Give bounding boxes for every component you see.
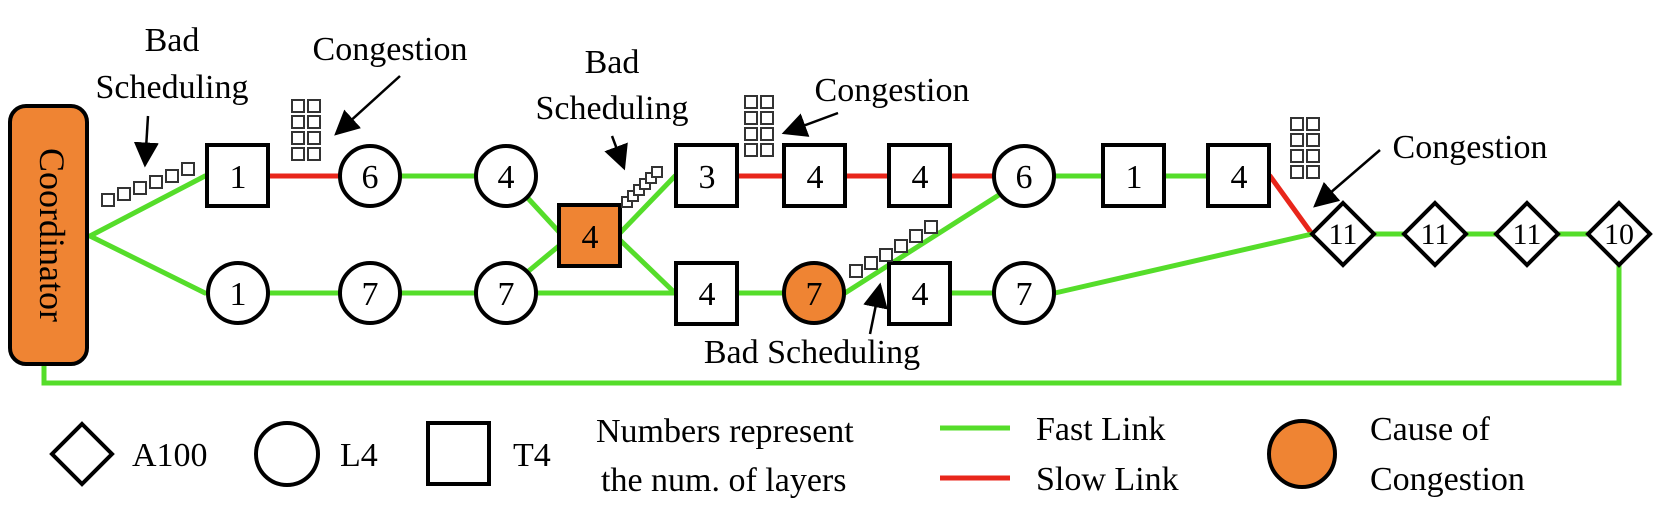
coordinator-node: Coordinator: [8, 104, 89, 366]
t4-square: [1101, 143, 1166, 208]
fast-link-return: [41, 265, 1622, 386]
annotation-arrow: [781, 111, 839, 137]
legend-l4-label: L4: [340, 437, 378, 474]
queue-grid-3: [1290, 117, 1320, 179]
node-label: 1: [1126, 159, 1143, 196]
a100-diamond: [1493, 200, 1561, 268]
t4-square: [205, 143, 270, 208]
annotation-congestion-1: Congestion: [313, 31, 468, 68]
annotation-bad-scheduling-3: Bad Scheduling: [704, 334, 920, 371]
legend-numbers-note-1: Numbers represent: [596, 413, 854, 450]
coordinator-label: Coordinator: [32, 148, 72, 322]
annotation-arrow: [604, 135, 628, 171]
t4-square: [887, 143, 952, 208]
node-label: 7: [362, 276, 379, 313]
node-label: 11: [1421, 218, 1450, 251]
legend-cause-label-1: Cause of: [1370, 411, 1491, 448]
fast-link: [522, 242, 563, 277]
t4-square: [674, 143, 739, 208]
a100-diamond: [1401, 200, 1469, 268]
legend-slow-link-label: Slow Link: [1036, 461, 1179, 498]
node-label: 4: [498, 159, 515, 196]
l4-circle-cause: [782, 261, 846, 325]
node-label: 3: [699, 159, 716, 196]
t4-square: [1206, 143, 1271, 208]
annotation-congestion-2: Congestion: [815, 72, 970, 109]
annotation-arrow: [133, 115, 159, 168]
legend: A100 L4 T4 Numbers represent the num. of…: [49, 411, 1525, 499]
l4-circle: [992, 144, 1056, 208]
annotation-bad-scheduling-2b: Scheduling: [536, 90, 689, 127]
t4-square-cause: [557, 203, 622, 268]
node-label: 11: [1513, 218, 1542, 251]
slow-link: [1267, 173, 1315, 237]
node-label: 4: [912, 276, 929, 313]
annotation-bad-scheduling-1a: Bad: [145, 22, 200, 59]
annotation-bad-scheduling-2a: Bad: [585, 44, 640, 81]
legend-t4-label: T4: [513, 437, 551, 474]
t4-square: [782, 143, 847, 208]
request-queues: [101, 95, 1320, 278]
queue-staircase-1: [101, 162, 195, 207]
fast-link: [617, 237, 678, 296]
l4-circle: [474, 144, 538, 208]
node-label: 4: [699, 276, 716, 313]
l4-circle: [338, 261, 402, 325]
annotation-bad-scheduling-1b: Scheduling: [96, 69, 249, 106]
legend-l4-circle: [254, 421, 320, 487]
legend-t4-square: [426, 421, 491, 486]
node-label: 6: [362, 159, 379, 196]
node-label: 7: [1016, 276, 1033, 313]
a100-diamond: [1585, 200, 1653, 268]
t4-square: [887, 261, 952, 326]
nodes: [205, 143, 1653, 326]
node-numbers: 1 6 4 4 3 4 4 6 1 4 1 7 7 4 7 4 7 11 11 …: [230, 159, 1635, 313]
node-label: 4: [1231, 159, 1248, 196]
queue-grid-1: [291, 99, 321, 161]
node-label: 1: [230, 276, 247, 313]
annotation-arrow: [334, 75, 401, 136]
links: [41, 173, 1622, 386]
legend-cause-label-2: Congestion: [1370, 461, 1525, 498]
legend-cause-circle: [1267, 419, 1337, 489]
queue-staircase-3: [849, 220, 938, 278]
annotation-congestion-3: Congestion: [1393, 129, 1548, 166]
l4-circle: [338, 144, 402, 208]
annotations: Bad Scheduling Congestion Bad Scheduling…: [96, 22, 1548, 371]
legend-numbers-note-2: the num. of layers: [601, 462, 847, 499]
a100-diamond: [1309, 200, 1377, 268]
t4-square: [674, 261, 739, 326]
fast-link: [87, 173, 208, 239]
queue-grid-2: [744, 95, 774, 157]
node-label: 4: [582, 219, 599, 256]
node-label: 10: [1604, 218, 1634, 251]
fast-link: [1052, 231, 1315, 296]
fast-link: [617, 173, 678, 236]
node-label: 4: [807, 159, 824, 196]
node-label: 11: [1329, 218, 1358, 251]
l4-circle: [992, 261, 1056, 325]
node-label: 7: [806, 276, 823, 313]
legend-a100-diamond: [49, 421, 115, 487]
annotation-arrow: [1313, 149, 1381, 208]
fast-link: [522, 192, 563, 236]
l4-circle: [206, 261, 270, 325]
fast-link: [87, 233, 208, 296]
node-label: 6: [1016, 159, 1033, 196]
node-label: 4: [912, 159, 929, 196]
queue-staircase-2: [621, 166, 663, 208]
l4-circle: [474, 261, 538, 325]
fast-link: [842, 190, 1005, 296]
annotation-arrow: [863, 282, 888, 335]
legend-fast-link-label: Fast Link: [1036, 411, 1165, 448]
legend-a100-label: A100: [132, 437, 208, 474]
node-label: 7: [498, 276, 515, 313]
node-label: 1: [230, 159, 247, 196]
